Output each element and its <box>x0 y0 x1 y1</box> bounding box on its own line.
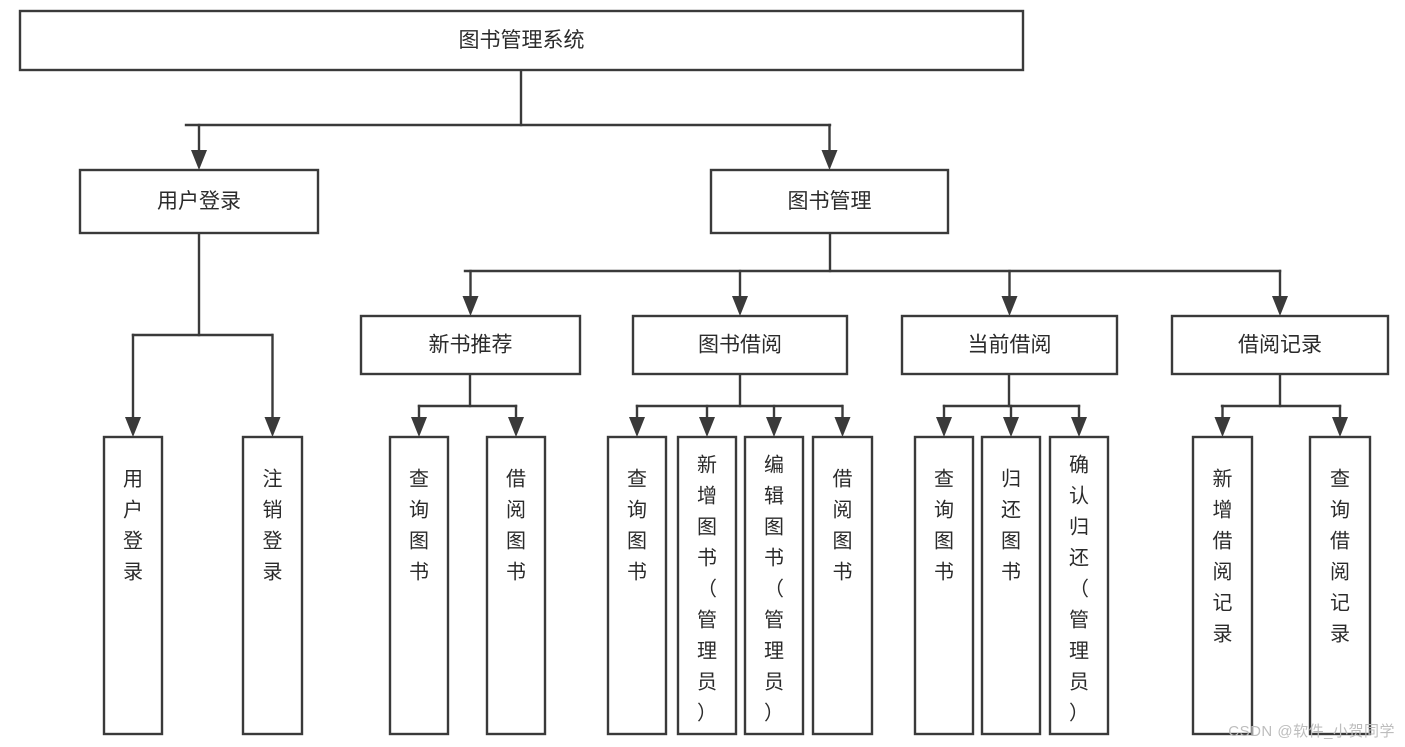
csdn-watermark: CSDN @软件_小贺同学 <box>1228 723 1395 740</box>
arrowhead-book-borrow <box>732 296 748 316</box>
node-label-leaf-confirm-return: 确认归还（管理员） <box>1069 454 1089 725</box>
arrowhead-leaf-query-record <box>1332 417 1348 437</box>
connector-bus-current-borrow <box>942 372 1081 408</box>
node-leaf-confirm-return[interactable]: 确认归还（管理员） <box>1048 435 1110 736</box>
node-leaf-return-book[interactable]: 归还图书 <box>980 435 1042 736</box>
node-box-leaf-confirm-return[interactable] <box>1048 435 1110 736</box>
node-box-leaf-query-record[interactable] <box>1308 435 1372 736</box>
node-box-leaf-user-login[interactable] <box>102 435 164 736</box>
arrowhead-book-manage <box>821 150 838 170</box>
node-label-book-borrow: 图书借阅 <box>698 334 782 357</box>
node-box-user-login[interactable] <box>78 168 320 235</box>
arrowhead-leaf-add-book <box>699 417 715 437</box>
arrowhead-user-login <box>191 150 207 170</box>
node-box-borrow-record[interactable] <box>1170 314 1390 376</box>
node-leaf-user-login[interactable]: 用户登录 <box>102 435 164 736</box>
node-label-leaf-logout: 注销登录 <box>263 468 283 584</box>
node-label-borrow-record: 借阅记录 <box>1238 334 1322 357</box>
arrowhead-leaf-borrow-book-2 <box>834 417 851 437</box>
node-label-leaf-query-book-1: 查询图书 <box>409 468 429 584</box>
arrowhead-leaf-confirm-return <box>1071 417 1087 437</box>
node-box-leaf-query-book-1[interactable] <box>388 435 450 736</box>
node-label-leaf-borrow-book-1: 借阅图书 <box>506 468 526 584</box>
node-leaf-borrow-book-2[interactable]: 借阅图书 <box>811 435 874 736</box>
node-box-leaf-edit-book[interactable] <box>743 435 805 736</box>
node-user-login[interactable]: 用户登录 <box>78 168 320 235</box>
node-box-current-borrow[interactable] <box>900 314 1119 376</box>
arrowhead-leaf-return-book <box>1003 417 1019 437</box>
node-box-leaf-add-book[interactable] <box>676 435 738 736</box>
arrowhead-leaf-borrow-book-1 <box>508 417 524 437</box>
node-box-leaf-return-book[interactable] <box>980 435 1042 736</box>
node-leaf-add-record[interactable]: 新增借阅记录 <box>1191 435 1254 736</box>
node-box-leaf-borrow-book-1[interactable] <box>485 435 547 736</box>
node-leaf-query-record[interactable]: 查询借阅记录 <box>1308 435 1372 736</box>
nodes-layer: 图书管理系统用户登录图书管理新书推荐图书借阅当前借阅借阅记录用户登录注销登录查询… <box>18 9 1390 736</box>
arrowhead-leaf-logout <box>264 417 281 437</box>
node-box-leaf-query-book-3[interactable] <box>913 435 975 736</box>
node-leaf-logout[interactable]: 注销登录 <box>241 435 304 736</box>
node-label-user-login: 用户登录 <box>157 190 241 213</box>
node-box-new-book-rec[interactable] <box>359 314 582 376</box>
node-box-leaf-add-record[interactable] <box>1191 435 1254 736</box>
node-box-root[interactable] <box>18 9 1025 72</box>
node-book-borrow[interactable]: 图书借阅 <box>631 314 849 376</box>
connector-bus-borrow-record <box>1220 372 1342 408</box>
node-label-leaf-borrow-book-2: 借阅图书 <box>833 468 853 584</box>
node-label-leaf-add-book: 新增图书（管理员） <box>697 454 717 725</box>
node-box-leaf-borrow-book-2[interactable] <box>811 435 874 736</box>
node-label-current-borrow: 当前借阅 <box>968 334 1052 357</box>
node-box-leaf-query-book-2[interactable] <box>606 435 668 736</box>
arrowheads-layer <box>125 150 1348 437</box>
node-leaf-borrow-book-1[interactable]: 借阅图书 <box>485 435 547 736</box>
arrowhead-leaf-query-book-2 <box>629 417 645 437</box>
node-label-leaf-query-book-3: 查询图书 <box>934 468 954 584</box>
connector-bus-book-borrow <box>635 372 844 408</box>
arrowhead-new-book-rec <box>462 296 479 316</box>
node-label-leaf-return-book: 归还图书 <box>1001 468 1021 584</box>
arrowhead-borrow-record <box>1272 296 1288 316</box>
arrowhead-leaf-edit-book <box>766 417 782 437</box>
arrowhead-leaf-user-login <box>125 417 141 437</box>
node-leaf-edit-book[interactable]: 编辑图书（管理员） <box>743 435 805 736</box>
node-label-book-manage: 图书管理 <box>788 190 872 213</box>
node-leaf-query-book-2[interactable]: 查询图书 <box>606 435 668 736</box>
node-label-new-book-rec: 新书推荐 <box>429 334 513 357</box>
node-label-leaf-edit-book: 编辑图书（管理员） <box>764 454 784 725</box>
node-label-leaf-add-record: 新增借阅记录 <box>1213 468 1233 646</box>
node-new-book-rec[interactable]: 新书推荐 <box>359 314 582 376</box>
connector-bus-book-manage <box>463 231 1282 273</box>
node-label-leaf-query-book-2: 查询图书 <box>627 468 647 584</box>
arrowhead-current-borrow <box>1001 296 1018 316</box>
node-current-borrow[interactable]: 当前借阅 <box>900 314 1119 376</box>
node-box-leaf-logout[interactable] <box>241 435 304 736</box>
node-borrow-record[interactable]: 借阅记录 <box>1170 314 1390 376</box>
arrowhead-leaf-query-book-1 <box>411 417 427 437</box>
connector-bus-new-book-rec <box>417 372 518 408</box>
node-box-book-borrow[interactable] <box>631 314 849 376</box>
node-box-book-manage[interactable] <box>709 168 950 235</box>
node-leaf-add-book[interactable]: 新增图书（管理员） <box>676 435 738 736</box>
connector-bus-root <box>184 68 832 127</box>
node-label-root: 图书管理系统 <box>459 29 585 52</box>
node-root[interactable]: 图书管理系统 <box>18 9 1025 72</box>
node-book-manage[interactable]: 图书管理 <box>709 168 950 235</box>
node-leaf-query-book-1[interactable]: 查询图书 <box>388 435 450 736</box>
node-leaf-query-book-3[interactable]: 查询图书 <box>913 435 975 736</box>
arrowhead-leaf-query-book-3 <box>936 417 952 437</box>
arrowhead-leaf-add-record <box>1214 417 1231 437</box>
node-label-leaf-user-login: 用户登录 <box>123 469 143 584</box>
connector-bus-user-login <box>131 231 274 337</box>
node-label-leaf-query-record: 查询借阅记录 <box>1330 468 1350 646</box>
